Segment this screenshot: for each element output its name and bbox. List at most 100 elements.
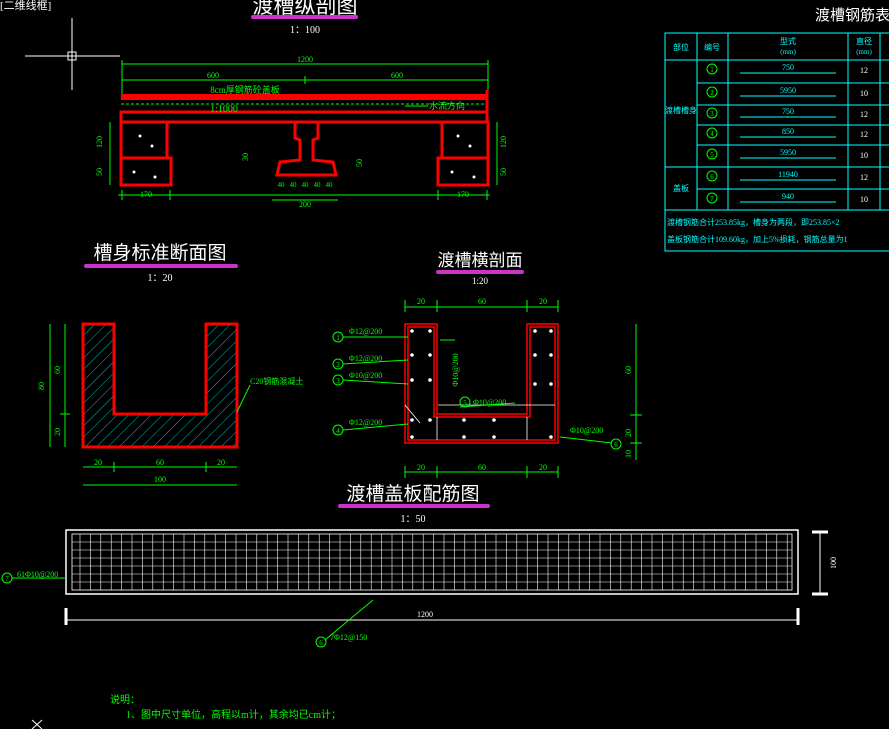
- row-dia: 10: [860, 151, 868, 160]
- cover-height: 100: [829, 557, 838, 569]
- row-length: 11940: [778, 170, 798, 179]
- row-marker: [706, 63, 718, 75]
- crosshair-cursor-icon: [25, 18, 120, 90]
- rebar-note: 8cm厚钢筋砼盖板: [210, 84, 280, 95]
- longitudinal-dimensions: [118, 60, 490, 196]
- row-marker: [706, 107, 718, 119]
- th-form: 型式: [780, 36, 796, 46]
- dim-b20b: 20: [539, 463, 547, 472]
- row-num: 5: [710, 151, 714, 159]
- bar-marker-6: [610, 438, 622, 450]
- dim-600-left: 600: [207, 71, 219, 80]
- bar-marker-4: [332, 424, 344, 436]
- row-length: 5950: [780, 148, 796, 157]
- th-form-unit: (mm): [780, 48, 796, 56]
- dim-h50-left: 50: [95, 168, 104, 176]
- dim-h120-left: 120: [95, 136, 104, 148]
- rebar-leaders: [342, 336, 613, 444]
- dim-b20a: 20: [417, 463, 425, 472]
- bar-marker-2: [332, 358, 344, 370]
- row-dia: 12: [860, 173, 868, 182]
- table-title: 渡槽钢筋表: [815, 7, 889, 24]
- dim-h80: 80: [37, 382, 46, 390]
- dim-w170-left: 170: [140, 190, 152, 199]
- bar-label-1: Φ12@200: [349, 327, 382, 336]
- dim-r10: 10: [624, 450, 633, 458]
- dim-h20: 20: [53, 428, 62, 436]
- u-section-shape: [81, 322, 239, 449]
- row-length: 750: [782, 63, 794, 72]
- dim-t20a: 20: [417, 297, 425, 306]
- row-dia: 12: [860, 130, 868, 139]
- row-dia: 10: [860, 89, 868, 98]
- ucs-icon: [31, 719, 43, 729]
- th-dia-unit: (mm): [856, 48, 872, 56]
- bar-label-3: Φ10@200: [349, 371, 382, 380]
- row-num: 4: [710, 130, 714, 138]
- slope-label: 1:1000: [210, 104, 238, 115]
- title-cross-section: 渡槽横剖面: [438, 251, 523, 271]
- row-dia: 12: [860, 66, 868, 75]
- dim-t60: 60: [478, 297, 486, 306]
- bar-num-1: 1: [336, 334, 340, 342]
- row-num: 1: [710, 66, 714, 74]
- row-length: 750: [782, 107, 794, 116]
- bar-num-5: 5: [463, 399, 467, 407]
- bar-label-5: Φ10@200: [473, 398, 506, 407]
- body-dims: [49, 324, 251, 486]
- dim-pier-30: 30: [241, 153, 250, 161]
- longitudinal-side-dims: [109, 122, 498, 201]
- cover-num-6: 6: [319, 639, 323, 647]
- concrete-label: C20钢筋混凝土: [250, 376, 303, 386]
- dim-h60: 60: [53, 366, 62, 374]
- bar-label-23: Φ10@200: [451, 353, 460, 386]
- scale-cross-section: 1:20: [472, 276, 489, 286]
- cross-dims: [404, 300, 642, 478]
- title-body-section: 槽身标准断面图: [93, 242, 226, 264]
- notes-title: 说明：: [110, 693, 140, 706]
- row-num: 6: [710, 173, 714, 181]
- viewport-label[interactable]: [二维线框]: [0, 0, 51, 12]
- flow-label: 水流方向: [429, 100, 465, 111]
- dim-h120-right: 120: [499, 136, 508, 148]
- dim-b60: 60: [478, 463, 486, 472]
- dim-pier-e: 40: [326, 181, 334, 189]
- dim-h50-right: 50: [499, 168, 508, 176]
- row-marker: [706, 127, 718, 139]
- bar-marker-3: [332, 374, 344, 386]
- cover-left-bar: 61Φ10@200: [17, 570, 58, 579]
- row-length: 5950: [780, 86, 796, 95]
- dim-w60: 60: [156, 458, 164, 467]
- dim-w20b: 20: [217, 458, 225, 467]
- row-dia: 10: [860, 195, 868, 204]
- row-num: 7: [710, 195, 714, 203]
- bar-label-4: Φ12@200: [349, 418, 382, 427]
- row-marker: [706, 86, 718, 98]
- dim-pier-b: 40: [290, 181, 298, 189]
- scale-body-section: 1：20: [148, 273, 173, 284]
- bar-marker-5: [459, 396, 471, 408]
- dim-w170-right: 170: [457, 190, 469, 199]
- group-cover: 盖板: [673, 183, 689, 193]
- cover-marker-7: [1, 572, 13, 584]
- cross-section-shape: [404, 323, 559, 444]
- cover-bottom-bar: 7Φ12@150: [330, 633, 367, 642]
- bar-label-2: Φ12@200: [349, 354, 382, 363]
- dim-pier-a: 40: [278, 181, 286, 189]
- bar-num-3: 3: [336, 377, 340, 385]
- bar-num-6: 6: [614, 441, 618, 449]
- dim-w100: 100: [154, 475, 166, 484]
- dim-pier-d: 40: [314, 181, 322, 189]
- dim-t20b: 20: [539, 297, 547, 306]
- title-cover-rebar: 渡槽盖板配筋图: [346, 483, 479, 505]
- dim-600-right: 600: [391, 71, 403, 80]
- cover-num-7: 7: [5, 575, 9, 583]
- cover-dims: [12, 530, 828, 641]
- dim-1200: 1200: [297, 55, 313, 64]
- dim-pier-50: 50: [355, 159, 364, 167]
- row-marker: [706, 170, 718, 182]
- row-length: 850: [782, 127, 794, 136]
- th-dia: 直径: [856, 36, 872, 46]
- cover-length: 1200: [417, 610, 433, 619]
